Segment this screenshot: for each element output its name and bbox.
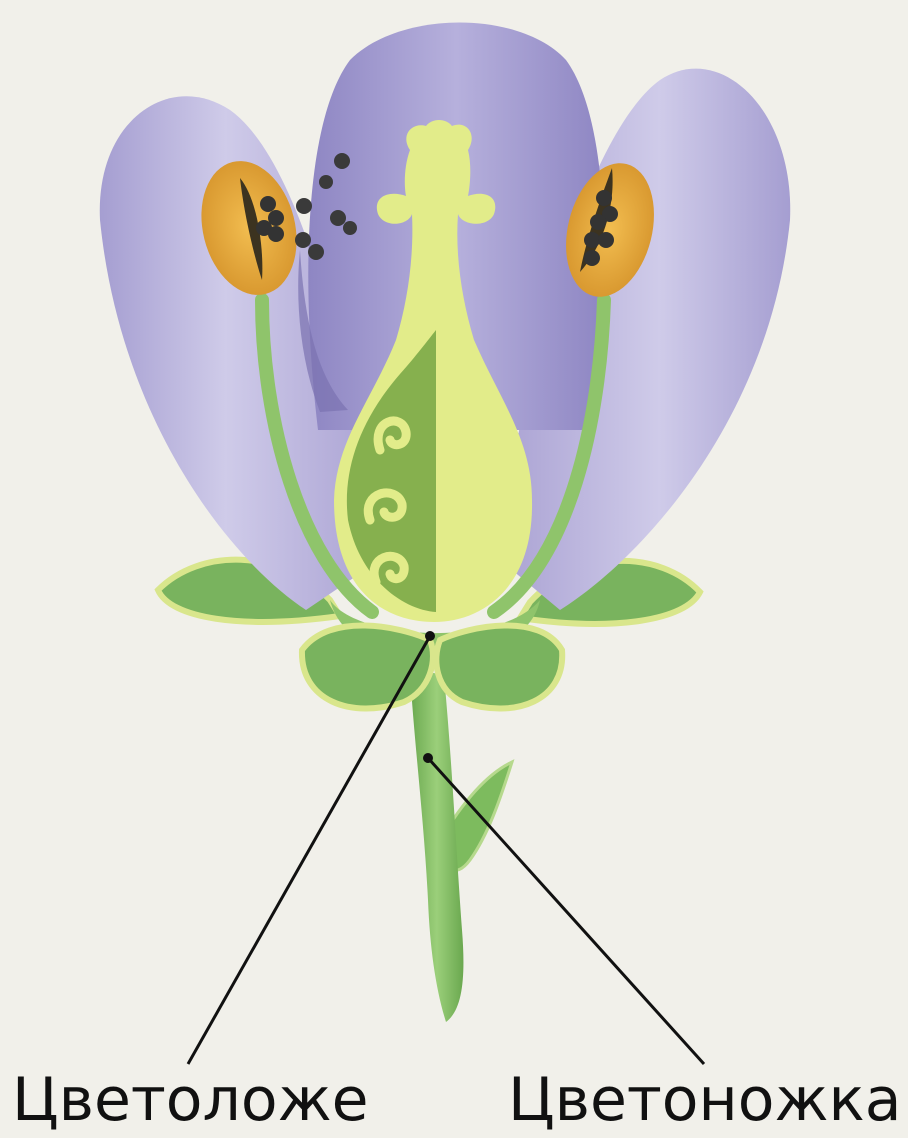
pedicel-label: Цветоножка (508, 1062, 902, 1138)
stem (410, 672, 463, 1022)
receptacle-label: Цветоложе (12, 1062, 369, 1138)
pedicel-pointer-line (428, 758, 704, 1064)
receptacle-pointer-line (188, 636, 430, 1064)
pedicel-pointer-dot (423, 753, 433, 763)
receptacle-pointer-dot (425, 631, 435, 641)
sepal-front-right (436, 625, 562, 708)
